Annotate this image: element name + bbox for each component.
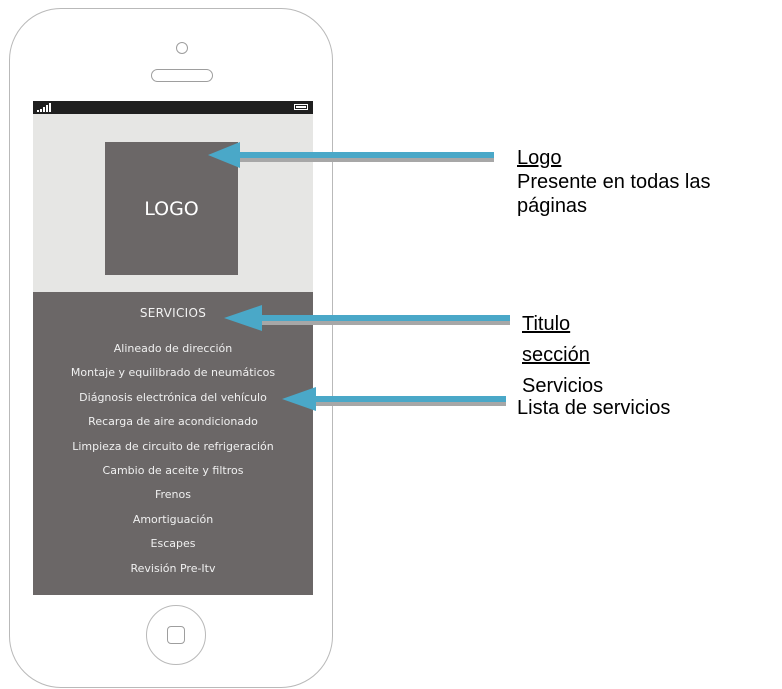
service-item[interactable]: Revisión Pre-Itv xyxy=(130,561,216,575)
logo-annotation-line2: páginas xyxy=(517,195,588,217)
logo-annotation-line1: Presente en todas las xyxy=(517,171,711,193)
logo-arrow-head xyxy=(208,142,240,168)
services-list: Alineado de dirección Montaje y equilibr… xyxy=(33,337,313,581)
section-annotation-line3: Servicios xyxy=(522,375,604,397)
section-annotation-line1: Titulo xyxy=(522,313,571,335)
front-camera xyxy=(176,42,188,54)
section-arrow-shaft xyxy=(260,315,510,321)
header-area: LOGO xyxy=(33,114,313,292)
battery-icon xyxy=(294,104,308,110)
section-arrow-head xyxy=(224,305,262,331)
service-item[interactable]: Amortiguación xyxy=(132,512,214,526)
signal-icon xyxy=(37,103,53,112)
list-arrow-head xyxy=(282,387,316,411)
list-arrow-shaft xyxy=(312,396,506,402)
logo-arrow-shaft xyxy=(236,152,494,158)
service-item[interactable]: Limpieza de circuito de refrigeración xyxy=(72,439,274,453)
list-annotation: Lista de servicios xyxy=(517,397,671,419)
service-item[interactable]: Cambio de aceite y filtros xyxy=(102,463,244,477)
section-title: SERVICIOS xyxy=(139,306,207,320)
logo-arrow xyxy=(208,142,494,168)
service-item[interactable]: Recarga de aire acondicionado xyxy=(88,415,258,429)
section-annotation-line2: sección xyxy=(522,344,590,366)
status-bar xyxy=(33,101,313,114)
logo-text: LOGO xyxy=(144,197,199,220)
home-square-icon xyxy=(167,626,185,644)
section-annotation: Titulo sección Servicios xyxy=(522,309,603,402)
earpiece-speaker xyxy=(151,69,213,82)
home-button[interactable] xyxy=(146,605,206,665)
section-arrow-shadow xyxy=(262,319,510,325)
list-arrow-shadow xyxy=(314,400,506,406)
service-item[interactable]: Diágnosis electrónica del vehículo xyxy=(79,390,267,404)
service-item[interactable]: Escapes xyxy=(150,537,196,551)
logo-arrow-shadow xyxy=(238,156,494,162)
service-item[interactable]: Montaje y equilibrado de neumáticos xyxy=(70,366,276,380)
section-title-arrow xyxy=(224,305,510,331)
logo-placeholder[interactable]: LOGO xyxy=(105,142,238,275)
logo-annotation-title: Logo xyxy=(517,147,562,169)
phone-screen: LOGO SERVICIOS Alineado de dirección Mon… xyxy=(33,101,313,595)
services-list-arrow xyxy=(282,387,506,411)
service-item[interactable]: Alineado de dirección xyxy=(113,342,233,355)
logo-annotation: Logo Presente en todas las páginas xyxy=(517,146,710,218)
service-item[interactable]: Frenos xyxy=(154,488,191,502)
